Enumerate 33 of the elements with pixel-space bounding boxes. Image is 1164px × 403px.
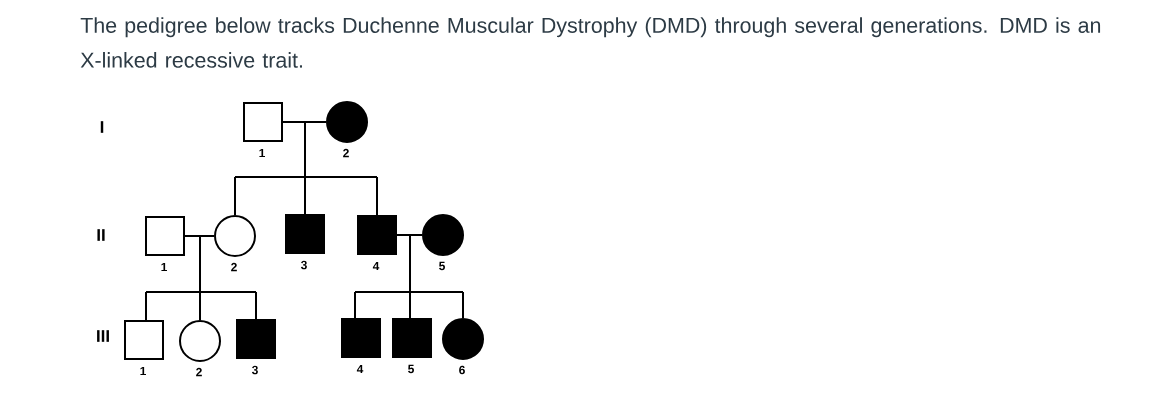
individual-number: 2 <box>196 367 202 377</box>
pedigree-circle <box>179 320 221 362</box>
individual-number: 1 <box>140 366 146 376</box>
pedigree-square <box>236 319 276 359</box>
individual-number: 5 <box>439 261 445 271</box>
individual-number: 2 <box>343 148 349 158</box>
generation-label: III <box>97 330 109 342</box>
individual-number: 1 <box>161 262 167 272</box>
pedigree-circle <box>326 101 368 143</box>
pedigree-square <box>145 216 185 256</box>
individual-number: 2 <box>231 262 237 272</box>
pedigree-circle <box>214 215 256 257</box>
individual-number: 4 <box>356 364 364 374</box>
individual-number: 5 <box>408 364 414 374</box>
individual-number: 3 <box>251 365 258 375</box>
individual-number: 6 <box>459 365 465 375</box>
generation-label: I <box>100 121 104 133</box>
pedigree-line <box>234 121 378 216</box>
pedigree-square <box>124 320 164 360</box>
pedigree-circle <box>442 318 484 360</box>
pedigree-line <box>145 235 257 321</box>
individual-number: 3 <box>300 260 307 270</box>
individual-number: 4 <box>372 261 380 271</box>
pedigree-square <box>285 214 325 254</box>
pedigree-circle <box>422 214 464 256</box>
individual-number: 1 <box>259 148 265 158</box>
pedigree-square <box>243 102 283 142</box>
pedigree-line <box>354 234 464 319</box>
pedigree-square <box>341 318 381 358</box>
pedigree-square <box>392 318 432 358</box>
generation-label: II <box>97 229 105 241</box>
pedigree-square <box>357 215 397 255</box>
question-text: The pedigree below tracks Duchenne Muscular Dystrophy (DMD) through several generations. DMD is an X-linked recessive trait. <box>80 17 1101 68</box>
